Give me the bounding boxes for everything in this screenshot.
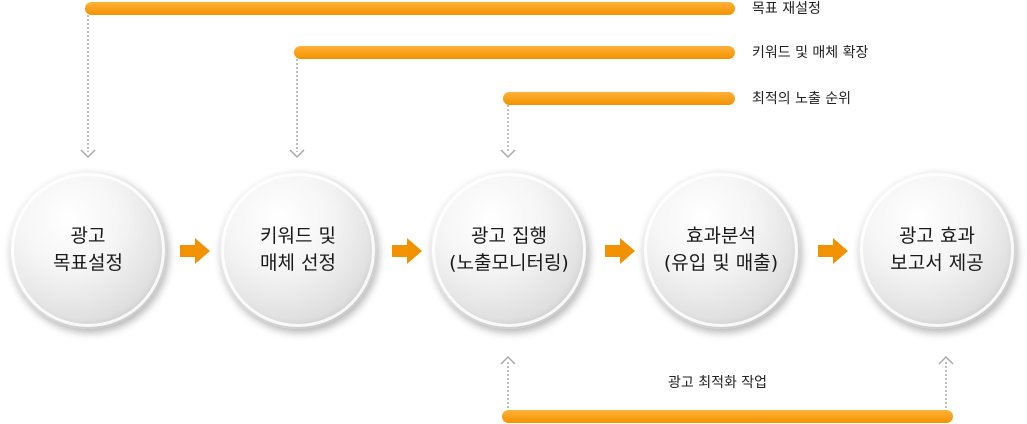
step-label-line2: 보고서 제공	[890, 252, 984, 274]
step-label-line2: 매체 선정	[260, 252, 336, 274]
feedback-bar-goal-reset	[85, 2, 735, 15]
down-arrowhead-icon	[289, 149, 305, 159]
step-label-line2: (유입 및 매출)	[663, 252, 779, 274]
optimization-bar	[502, 410, 953, 423]
feedback-bar-label: 최적의 노출 순위	[752, 91, 852, 107]
step-circle-report: 광고 효과 보고서 제공	[858, 171, 1016, 329]
feedback-bar-keyword-expansion	[294, 46, 735, 59]
down-arrowhead-icon	[80, 149, 96, 159]
right-arrow-icon	[180, 238, 210, 264]
step-label-line2: (노출모니터링)	[449, 252, 569, 274]
right-arrow-icon	[392, 238, 422, 264]
step-circle-effect-analysis: 효과분석 (유입 및 매출)	[642, 171, 800, 329]
step-label-line1: 효과분석	[686, 225, 756, 247]
step-label-line2: 목표설정	[53, 252, 123, 274]
step-circle-ad-execution: 광고 집행 (노출모니터링)	[430, 171, 588, 329]
up-arrowhead-icon	[938, 355, 954, 365]
step-label-line1: 광고 집행	[471, 225, 547, 247]
optimization-bar-label: 광고 최적화 작업	[668, 375, 768, 391]
step-label-line1: 광고 효과	[899, 225, 975, 247]
down-arrowhead-icon	[500, 149, 516, 159]
up-arrowhead-icon	[500, 355, 516, 365]
feedback-bar-label: 목표 재설정	[752, 1, 821, 17]
step-circle-goal-setting: 광고 목표설정	[9, 171, 167, 329]
step-label-line1: 키워드 및	[260, 225, 336, 247]
step-label-line1: 광고	[70, 225, 106, 247]
step-circle-keyword-media: 키워드 및 매체 선정	[219, 171, 377, 329]
right-arrow-icon	[818, 238, 848, 264]
right-arrow-icon	[605, 238, 635, 264]
feedback-bar-optimal-ranking	[503, 92, 735, 105]
feedback-bar-label: 키워드 및 매체 확장	[752, 45, 869, 61]
